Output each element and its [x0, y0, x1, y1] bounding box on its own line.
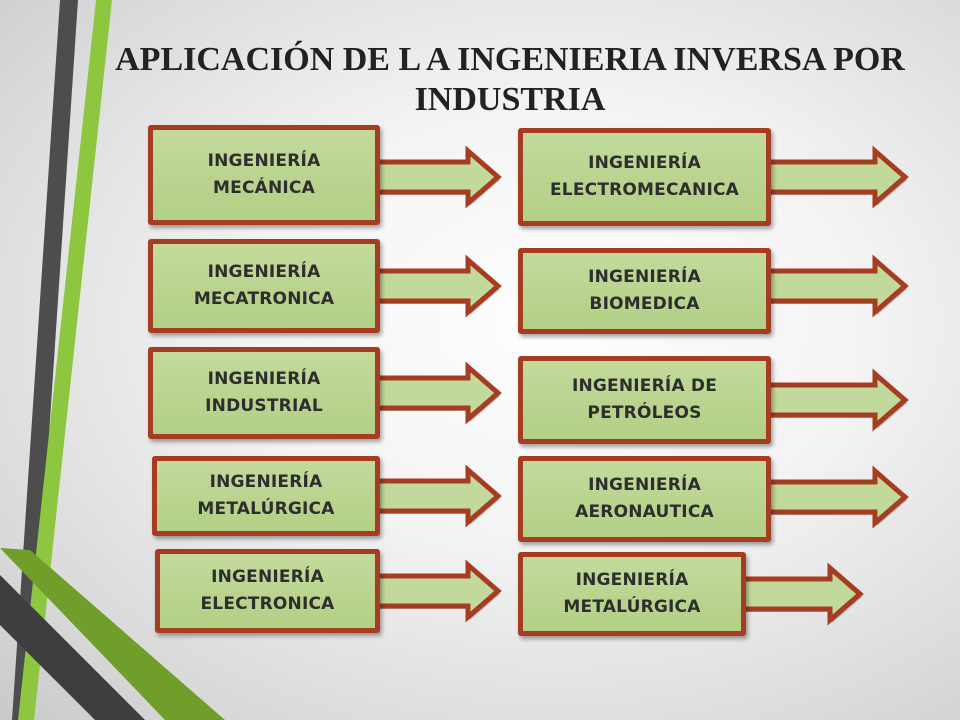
dark-stripe-diagonal	[0, 575, 145, 720]
right-box-label: INGENIERÍA BIOMEDICA	[588, 267, 701, 314]
right-box-label: INGENIERÍA ELECTROMECANICA	[549, 153, 740, 200]
dark-stripe-vertical	[12, 0, 78, 720]
left-box: INGENIERÍA ELECTRONICA	[155, 549, 380, 633]
slide-title: APLICACIÓN DE L A INGENIERIA INVERSA POR…	[115, 41, 905, 118]
right-box: INGENIERÍA AERONAUTICA	[518, 456, 771, 542]
green-stripe-diagonal	[0, 548, 225, 720]
right-box: INGENIERÍA DE PETRÓLEOS	[518, 356, 771, 444]
right-box: INGENIERÍA METALÚRGICA	[518, 552, 746, 636]
right-box: INGENIERÍA ELECTROMECANICA	[518, 128, 771, 226]
green-stripe-vertical	[18, 0, 112, 720]
left-box-label: INGENIERÍA ELECTRONICA	[200, 567, 335, 614]
left-box-label: INGENIERÍA METALÚRGICA	[197, 472, 335, 519]
left-box-label: INGENIERÍA MECATRONICA	[193, 262, 335, 309]
left-box-label: INGENIERÍA MECÁNICA	[207, 151, 321, 198]
left-box: INGENIERÍA MECÁNICA	[148, 125, 380, 225]
left-box: INGENIERÍA MECATRONICA	[148, 239, 380, 333]
left-box-label: INGENIERÍA INDUSTRIAL	[205, 369, 323, 416]
left-box: INGENIERÍA INDUSTRIAL	[148, 347, 380, 439]
right-box: INGENIERÍA BIOMEDICA	[518, 248, 771, 334]
right-box-label: INGENIERÍA METALÚRGICA	[563, 570, 701, 617]
right-box-label: INGENIERÍA AERONAUTICA	[575, 475, 714, 522]
left-box: INGENIERÍA METALÚRGICA	[152, 456, 380, 536]
right-box-label: INGENIERÍA DE PETRÓLEOS	[571, 376, 718, 423]
